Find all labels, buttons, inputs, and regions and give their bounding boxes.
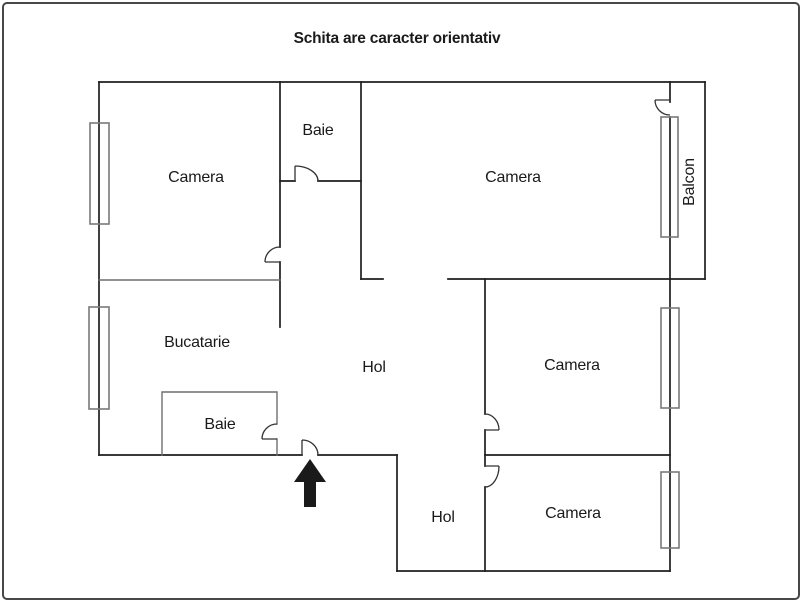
room-label-baie-top: Baie bbox=[302, 122, 334, 139]
window-camera-top-left bbox=[89, 122, 110, 225]
walls bbox=[98, 81, 706, 572]
room-label-camera-top-right: Camera bbox=[485, 169, 541, 186]
wall-baie-bottom-box bbox=[161, 391, 278, 456]
room-label-hol-bottom: Hol bbox=[431, 509, 455, 526]
window-bucatarie bbox=[88, 306, 110, 410]
door-balcon bbox=[654, 99, 671, 116]
window-balcon bbox=[660, 116, 679, 238]
walls-light bbox=[98, 279, 281, 456]
doors bbox=[261, 99, 671, 488]
window-camera-mid-right bbox=[660, 307, 680, 409]
door-camera-bottom-right bbox=[484, 465, 500, 488]
door-camera-mid-right bbox=[484, 413, 500, 431]
room-label-camera-top-left: Camera bbox=[168, 169, 224, 186]
windows bbox=[88, 116, 680, 549]
room-label-hol-center: Hol bbox=[362, 359, 386, 376]
door-camera-top-left bbox=[264, 246, 281, 263]
door-baie-top bbox=[294, 165, 319, 182]
door-baie-bottom bbox=[261, 423, 278, 440]
room-label-camera-bottom-right: Camera bbox=[545, 505, 601, 522]
page-title: Schita are caracter orientativ bbox=[293, 30, 501, 47]
entrance-arrow-icon bbox=[294, 459, 326, 507]
room-label-camera-mid-right: Camera bbox=[544, 357, 600, 374]
window-camera-bottom-right bbox=[660, 471, 680, 549]
room-label-baie-bottom: Baie bbox=[204, 416, 236, 433]
door-entrance bbox=[301, 439, 319, 456]
room-label-bucatarie: Bucatarie bbox=[164, 334, 230, 351]
room-label-balcon: Balcon bbox=[681, 158, 698, 206]
